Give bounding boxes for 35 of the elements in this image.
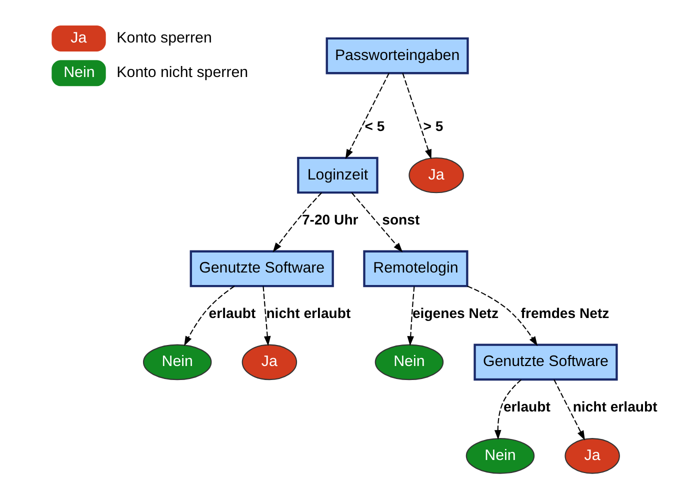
arrow	[184, 286, 234, 346]
arrow	[406, 286, 414, 346]
node-ellipse: Ja	[564, 438, 620, 474]
arrow	[553, 379, 584, 440]
edge-label: fremdes Netz	[520, 304, 609, 321]
node-ellipse: Ja	[241, 344, 297, 380]
edge-label: erlaubt	[208, 304, 256, 321]
node-ellipse: Nein	[374, 344, 444, 380]
label: Ja	[70, 29, 86, 46]
edge-label: nicht erlaubt	[572, 398, 657, 415]
arrow	[402, 73, 431, 160]
node-ellipse: Ja	[408, 157, 464, 194]
node-box: Passworteingaben	[325, 37, 468, 74]
node-ellipse: Nein	[465, 438, 534, 474]
arrow	[350, 192, 402, 252]
node-ellipse: Nein	[142, 344, 212, 380]
edge-label: < 5	[364, 118, 384, 134]
edge-label: 7-20 Uhr	[301, 212, 358, 228]
node-box: Genutzte Software	[473, 344, 618, 381]
label: Nein	[63, 64, 94, 82]
arrow	[344, 72, 389, 160]
edge-label: erlaubt	[502, 398, 550, 415]
arrow	[262, 286, 270, 346]
legend-label: Konto sperren	[116, 29, 212, 46]
node-box: Genutzte Software	[189, 250, 334, 288]
arrow	[466, 286, 538, 346]
node-box: Loginzeit	[296, 156, 378, 194]
edge-label: > 5	[422, 118, 443, 134]
edge-label: nicht erlaubt	[266, 304, 350, 321]
legend-label: Konto nicht sperren	[116, 64, 248, 82]
node-box: Remotelogin	[362, 250, 468, 288]
arrow	[272, 192, 322, 252]
arrow	[494, 379, 522, 440]
edge-label: eigenes Netz	[412, 304, 498, 321]
edge-label: sonst	[382, 212, 420, 228]
